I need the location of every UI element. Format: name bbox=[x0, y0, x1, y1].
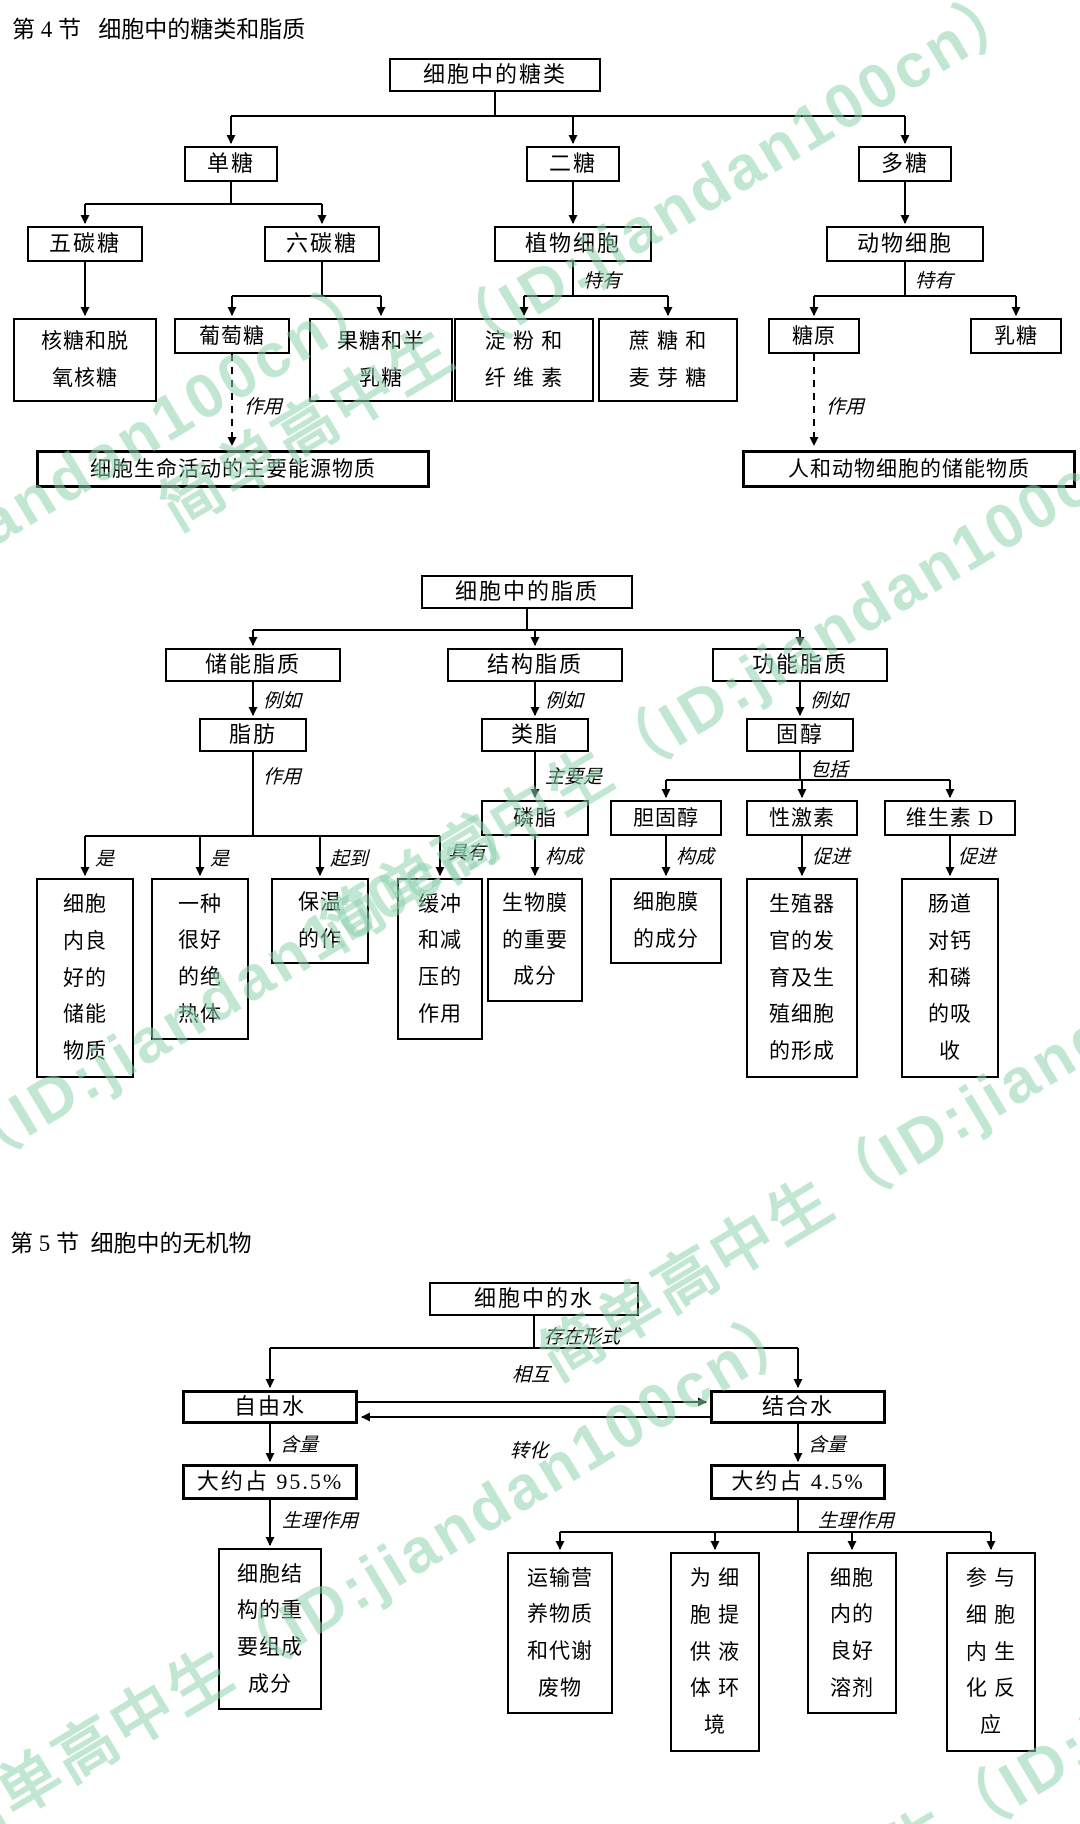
edge-label-is1: 是 bbox=[95, 849, 115, 870]
node-functional-lipid: 功能脂质 bbox=[712, 648, 888, 682]
node-disaccharide: 二糖 bbox=[526, 146, 620, 182]
node-cell-water: 细胞中的水 bbox=[429, 1282, 639, 1316]
edge-label-mainly: 主要是 bbox=[545, 767, 603, 788]
node-cell-structure-component: 细胞结 构的重 要组成 成分 bbox=[218, 1548, 322, 1710]
edge-label-unique-animal: 特有 bbox=[915, 271, 954, 292]
edge-label-transform: 转化 bbox=[510, 1441, 549, 1462]
node-vitamin-d: 维生素 D bbox=[884, 800, 1016, 836]
node-sucrose-maltose: 蔗 糖 和 麦 芽 糖 bbox=[598, 318, 738, 402]
edge-label-compose1: 构成 bbox=[545, 847, 584, 868]
edge-label-physio2: 生理作用 bbox=[818, 1511, 895, 1532]
edge-label-promote1: 促进 bbox=[812, 847, 851, 868]
node-starch-cellulose: 淀 粉 和 纤 维 素 bbox=[454, 318, 594, 402]
edge-label-role-glucose: 作用 bbox=[244, 397, 283, 418]
node-sterol: 固醇 bbox=[746, 718, 854, 752]
node-hexose: 六碳糖 bbox=[264, 226, 380, 262]
node-monosaccharide: 单糖 bbox=[184, 146, 278, 182]
edge-label-physio1: 生理作用 bbox=[282, 1511, 359, 1532]
section-5-title: 第 5 节 细胞中的无机物 bbox=[10, 1231, 252, 1256]
node-free-water-content: 大约占 95.5% bbox=[182, 1464, 358, 1500]
node-bound-water: 结合水 bbox=[710, 1390, 886, 1424]
node-sex-hormone: 性激素 bbox=[746, 800, 858, 836]
edge-label-eg3: 例如 bbox=[810, 691, 849, 712]
edge-label-fat-role: 作用 bbox=[263, 767, 302, 788]
node-cell-membrane-component: 细胞膜 的成分 bbox=[610, 878, 722, 964]
node-polysaccharide: 多糖 bbox=[858, 146, 952, 182]
node-main-energy-substance: 细胞生命活动的主要能源物质 bbox=[36, 450, 430, 488]
node-animal-cell: 动物细胞 bbox=[826, 226, 984, 262]
node-fructose-galactose: 果糖和半 乳糖 bbox=[309, 318, 453, 402]
node-glucose: 葡萄糖 bbox=[174, 318, 290, 354]
node-cholesterol: 胆固醇 bbox=[610, 800, 722, 836]
node-cell-sugars: 细胞中的糖类 bbox=[389, 58, 601, 92]
node-liquid-environment: 为 细 胞 提 供 液 体 环 境 bbox=[670, 1552, 760, 1752]
node-fat: 脂肪 bbox=[199, 718, 307, 752]
node-bound-water-content: 大约占 4.5% bbox=[710, 1464, 886, 1500]
edge-label-eg2: 例如 bbox=[545, 691, 584, 712]
edge-label-content2: 含量 bbox=[808, 1435, 847, 1456]
node-lipoid: 类脂 bbox=[481, 718, 589, 752]
edge-label-existence-form: 存在形式 bbox=[544, 1327, 621, 1348]
node-solvent: 细胞 内的 良好 溶剂 bbox=[807, 1552, 897, 1714]
node-fat-role-warmth: 保温 的作 bbox=[271, 878, 369, 964]
node-transport-nutrients: 运输营 养物质 和代谢 废物 bbox=[507, 1552, 613, 1714]
edge-label-content1: 含量 bbox=[280, 1435, 319, 1456]
edge-label-include: 包括 bbox=[810, 760, 849, 781]
node-fat-role-insulation: 一种 很好 的绝 热体 bbox=[151, 878, 249, 1040]
edge-label-qidao: 起到 bbox=[330, 849, 369, 870]
node-fat-role-storage: 细胞 内良 好的 储能 物质 bbox=[36, 878, 134, 1078]
node-biomembrane-component: 生物膜 的重要 成分 bbox=[487, 878, 583, 1002]
edge-label-unique-plant: 特有 bbox=[583, 271, 622, 292]
edge-label-promote2: 促进 bbox=[958, 847, 997, 868]
edge-label-juyou: 具有 bbox=[448, 843, 487, 864]
node-cell-lipids: 细胞中的脂质 bbox=[421, 575, 633, 609]
node-lactose: 乳糖 bbox=[970, 318, 1062, 354]
section-4-title: 第 4 节 细胞中的糖类和脂质 bbox=[12, 17, 306, 42]
node-structural-lipid: 结构脂质 bbox=[447, 648, 623, 682]
edge-label-role-glycogen: 作用 bbox=[826, 397, 865, 418]
node-ribose-deoxyribose: 核糖和脱 氧核糖 bbox=[13, 318, 157, 402]
node-storage-substance: 人和动物细胞的储能物质 bbox=[742, 450, 1076, 488]
edge-label-mutual: 相互 bbox=[512, 1365, 551, 1386]
node-fat-role-cushion: 缓冲 和减 压的 作用 bbox=[397, 878, 483, 1040]
node-glycogen: 糖原 bbox=[768, 318, 860, 354]
node-free-water: 自由水 bbox=[182, 1390, 358, 1424]
node-pentose: 五碳糖 bbox=[27, 226, 143, 262]
node-biochemical-reaction: 参 与 细 胞 内 生 化 反 应 bbox=[946, 1552, 1036, 1752]
node-reproductive-development: 生殖器 官的发 育及生 殖细胞 的形成 bbox=[746, 878, 858, 1078]
edge-label-is2: 是 bbox=[210, 849, 230, 870]
node-phospholipid: 磷脂 bbox=[481, 800, 589, 836]
edge-label-compose2: 构成 bbox=[676, 847, 715, 868]
node-calcium-absorption: 肠道 对钙 和磷 的吸 收 bbox=[901, 878, 999, 1078]
node-storage-lipid: 储能脂质 bbox=[165, 648, 341, 682]
node-plant-cell: 植物细胞 bbox=[494, 226, 652, 262]
edge-label-eg1: 例如 bbox=[263, 691, 302, 712]
